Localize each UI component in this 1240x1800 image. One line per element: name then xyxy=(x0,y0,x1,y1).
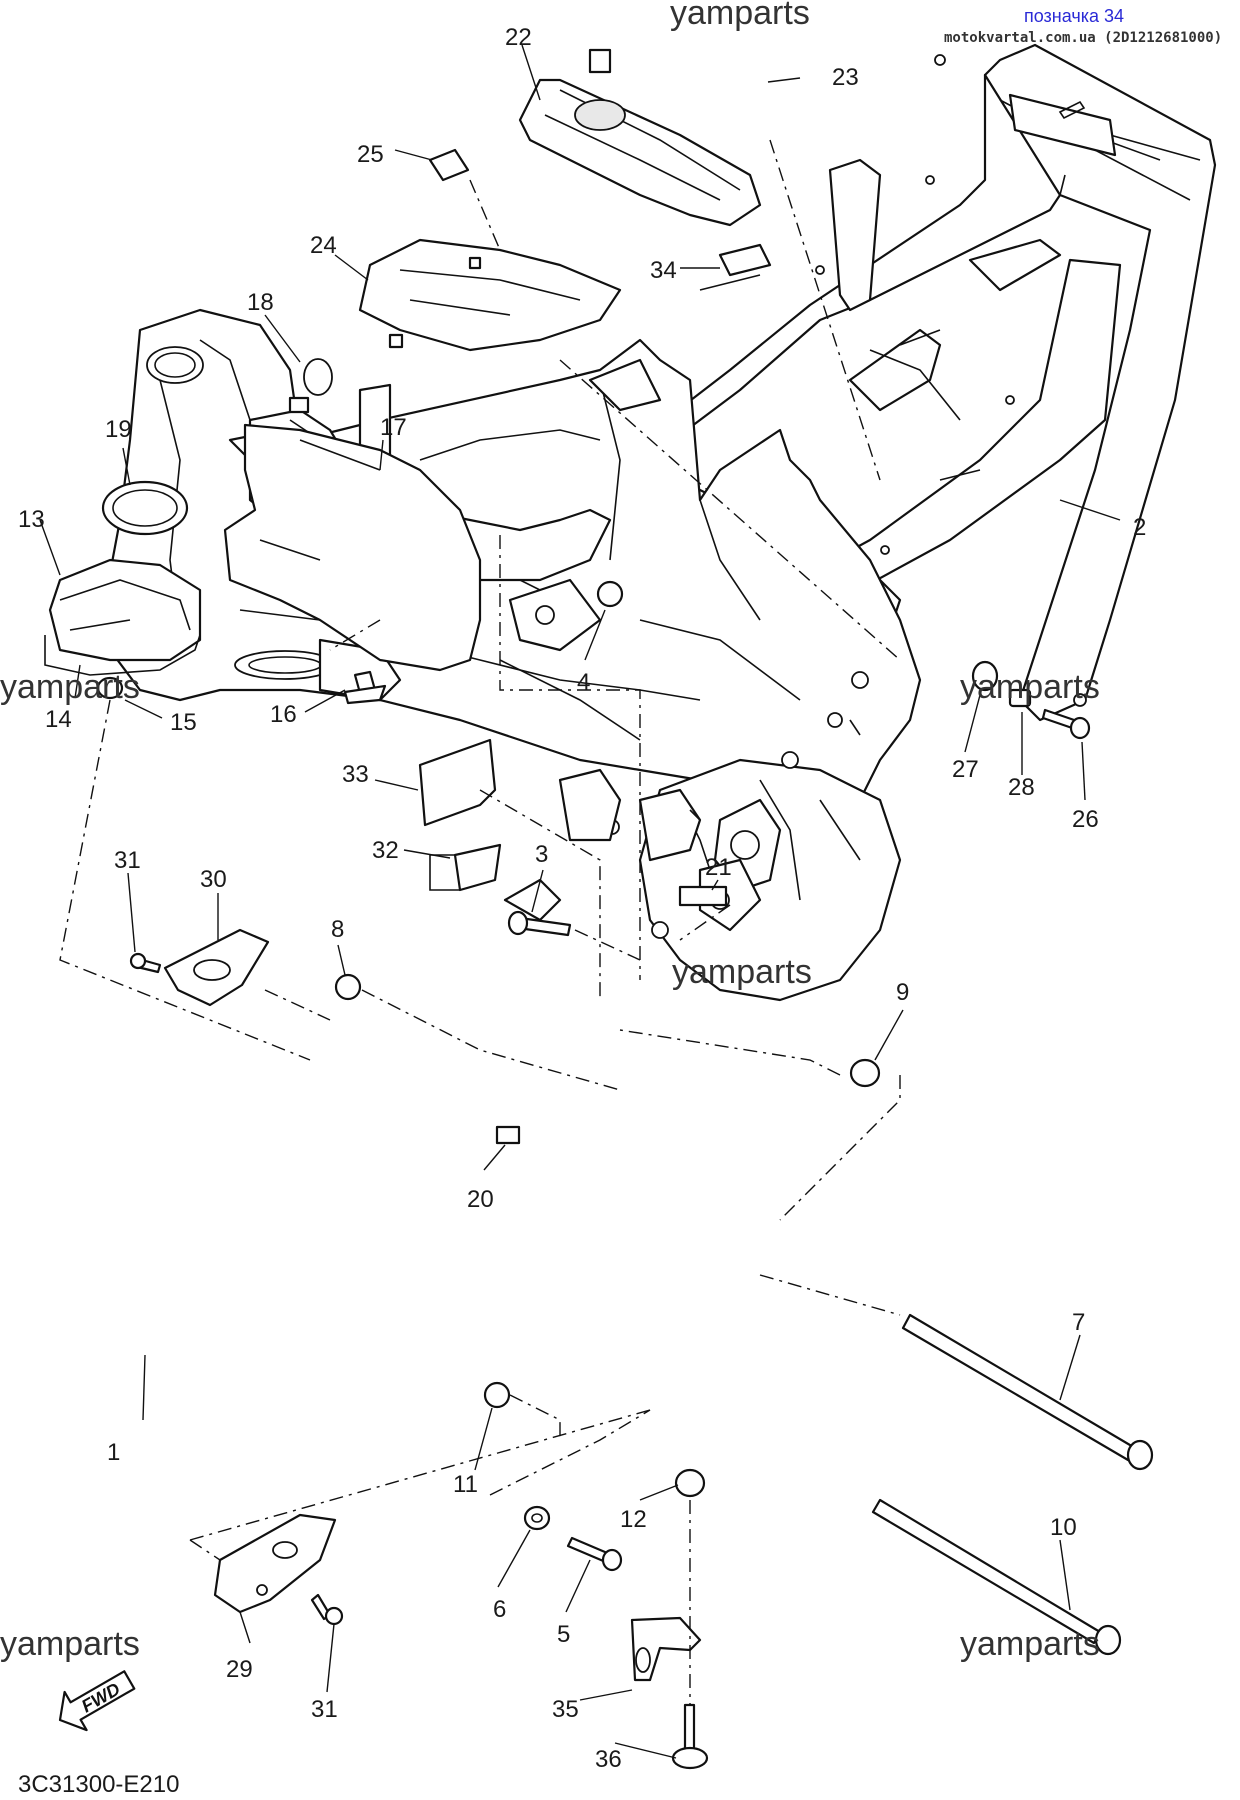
callout-7: 7 xyxy=(1072,1309,1085,1336)
callout-17: 17 xyxy=(380,414,407,441)
callout-numbers: 1 2 3 4 5 6 7 8 9 10 11 12 13 14 15 16 1… xyxy=(18,24,1146,1773)
callout-36: 36 xyxy=(595,1746,622,1773)
callout-25: 25 xyxy=(357,141,384,168)
callout-8: 8 xyxy=(331,916,344,943)
callout-26: 26 xyxy=(1072,806,1099,833)
callout-9: 9 xyxy=(896,979,909,1006)
callout-22: 22 xyxy=(505,24,532,51)
callout-32: 32 xyxy=(372,837,399,864)
callout-31-lower: 31 xyxy=(311,1696,338,1723)
callout-1: 1 xyxy=(107,1439,120,1466)
callout-21: 21 xyxy=(705,854,732,881)
callout-3: 3 xyxy=(535,841,548,868)
callout-16: 16 xyxy=(270,701,297,728)
callout-12: 12 xyxy=(620,1506,647,1533)
watermark-bottom-right: yamparts xyxy=(960,1625,1100,1663)
callout-29: 29 xyxy=(226,1656,253,1683)
callout-33: 33 xyxy=(342,761,369,788)
assembly-lines xyxy=(59,139,901,1705)
main-frame xyxy=(103,308,922,1002)
callout-18: 18 xyxy=(247,289,274,316)
watermark-top: yamparts xyxy=(670,0,810,32)
watermark-right: yamparts xyxy=(960,668,1100,706)
watermark-bottom-left: yamparts xyxy=(0,1625,140,1663)
callout-6: 6 xyxy=(493,1596,506,1623)
reference-subtitle: motokvartal.com.ua (2D1212681000) xyxy=(944,30,1222,46)
callout-13: 13 xyxy=(18,506,45,533)
watermark-left: yamparts xyxy=(0,668,140,706)
callout-4: 4 xyxy=(577,669,590,696)
callout-5: 5 xyxy=(557,1621,570,1648)
diagram-code: 3C31300-E210 xyxy=(18,1771,179,1798)
callout-10: 10 xyxy=(1050,1514,1077,1541)
callout-24: 24 xyxy=(310,232,337,259)
callout-34: 34 xyxy=(650,257,677,284)
callout-27: 27 xyxy=(952,756,979,783)
callout-35: 35 xyxy=(552,1696,579,1723)
reference-header: позначка 34 motokvartal.com.ua (2D121268… xyxy=(944,6,1222,46)
watermark-center: yamparts xyxy=(672,953,812,991)
callout-23: 23 xyxy=(832,64,859,91)
callout-28: 28 xyxy=(1008,774,1035,801)
small-parts xyxy=(44,48,1154,1770)
callout-19: 19 xyxy=(105,416,132,443)
callout-15: 15 xyxy=(170,709,197,736)
callout-11: 11 xyxy=(453,1471,478,1498)
callout-31-upper: 31 xyxy=(114,847,141,874)
reference-title: позначка 34 xyxy=(1024,6,1124,26)
callout-2: 2 xyxy=(1133,514,1146,541)
callout-14: 14 xyxy=(45,706,72,733)
callout-30: 30 xyxy=(200,866,227,893)
callout-20: 20 xyxy=(467,1186,494,1213)
watermarks: yamparts yamparts yamparts yamparts yamp… xyxy=(0,0,1100,1663)
leader-lines xyxy=(39,44,1121,1759)
fwd-arrow-icon: FWD xyxy=(58,1670,136,1732)
